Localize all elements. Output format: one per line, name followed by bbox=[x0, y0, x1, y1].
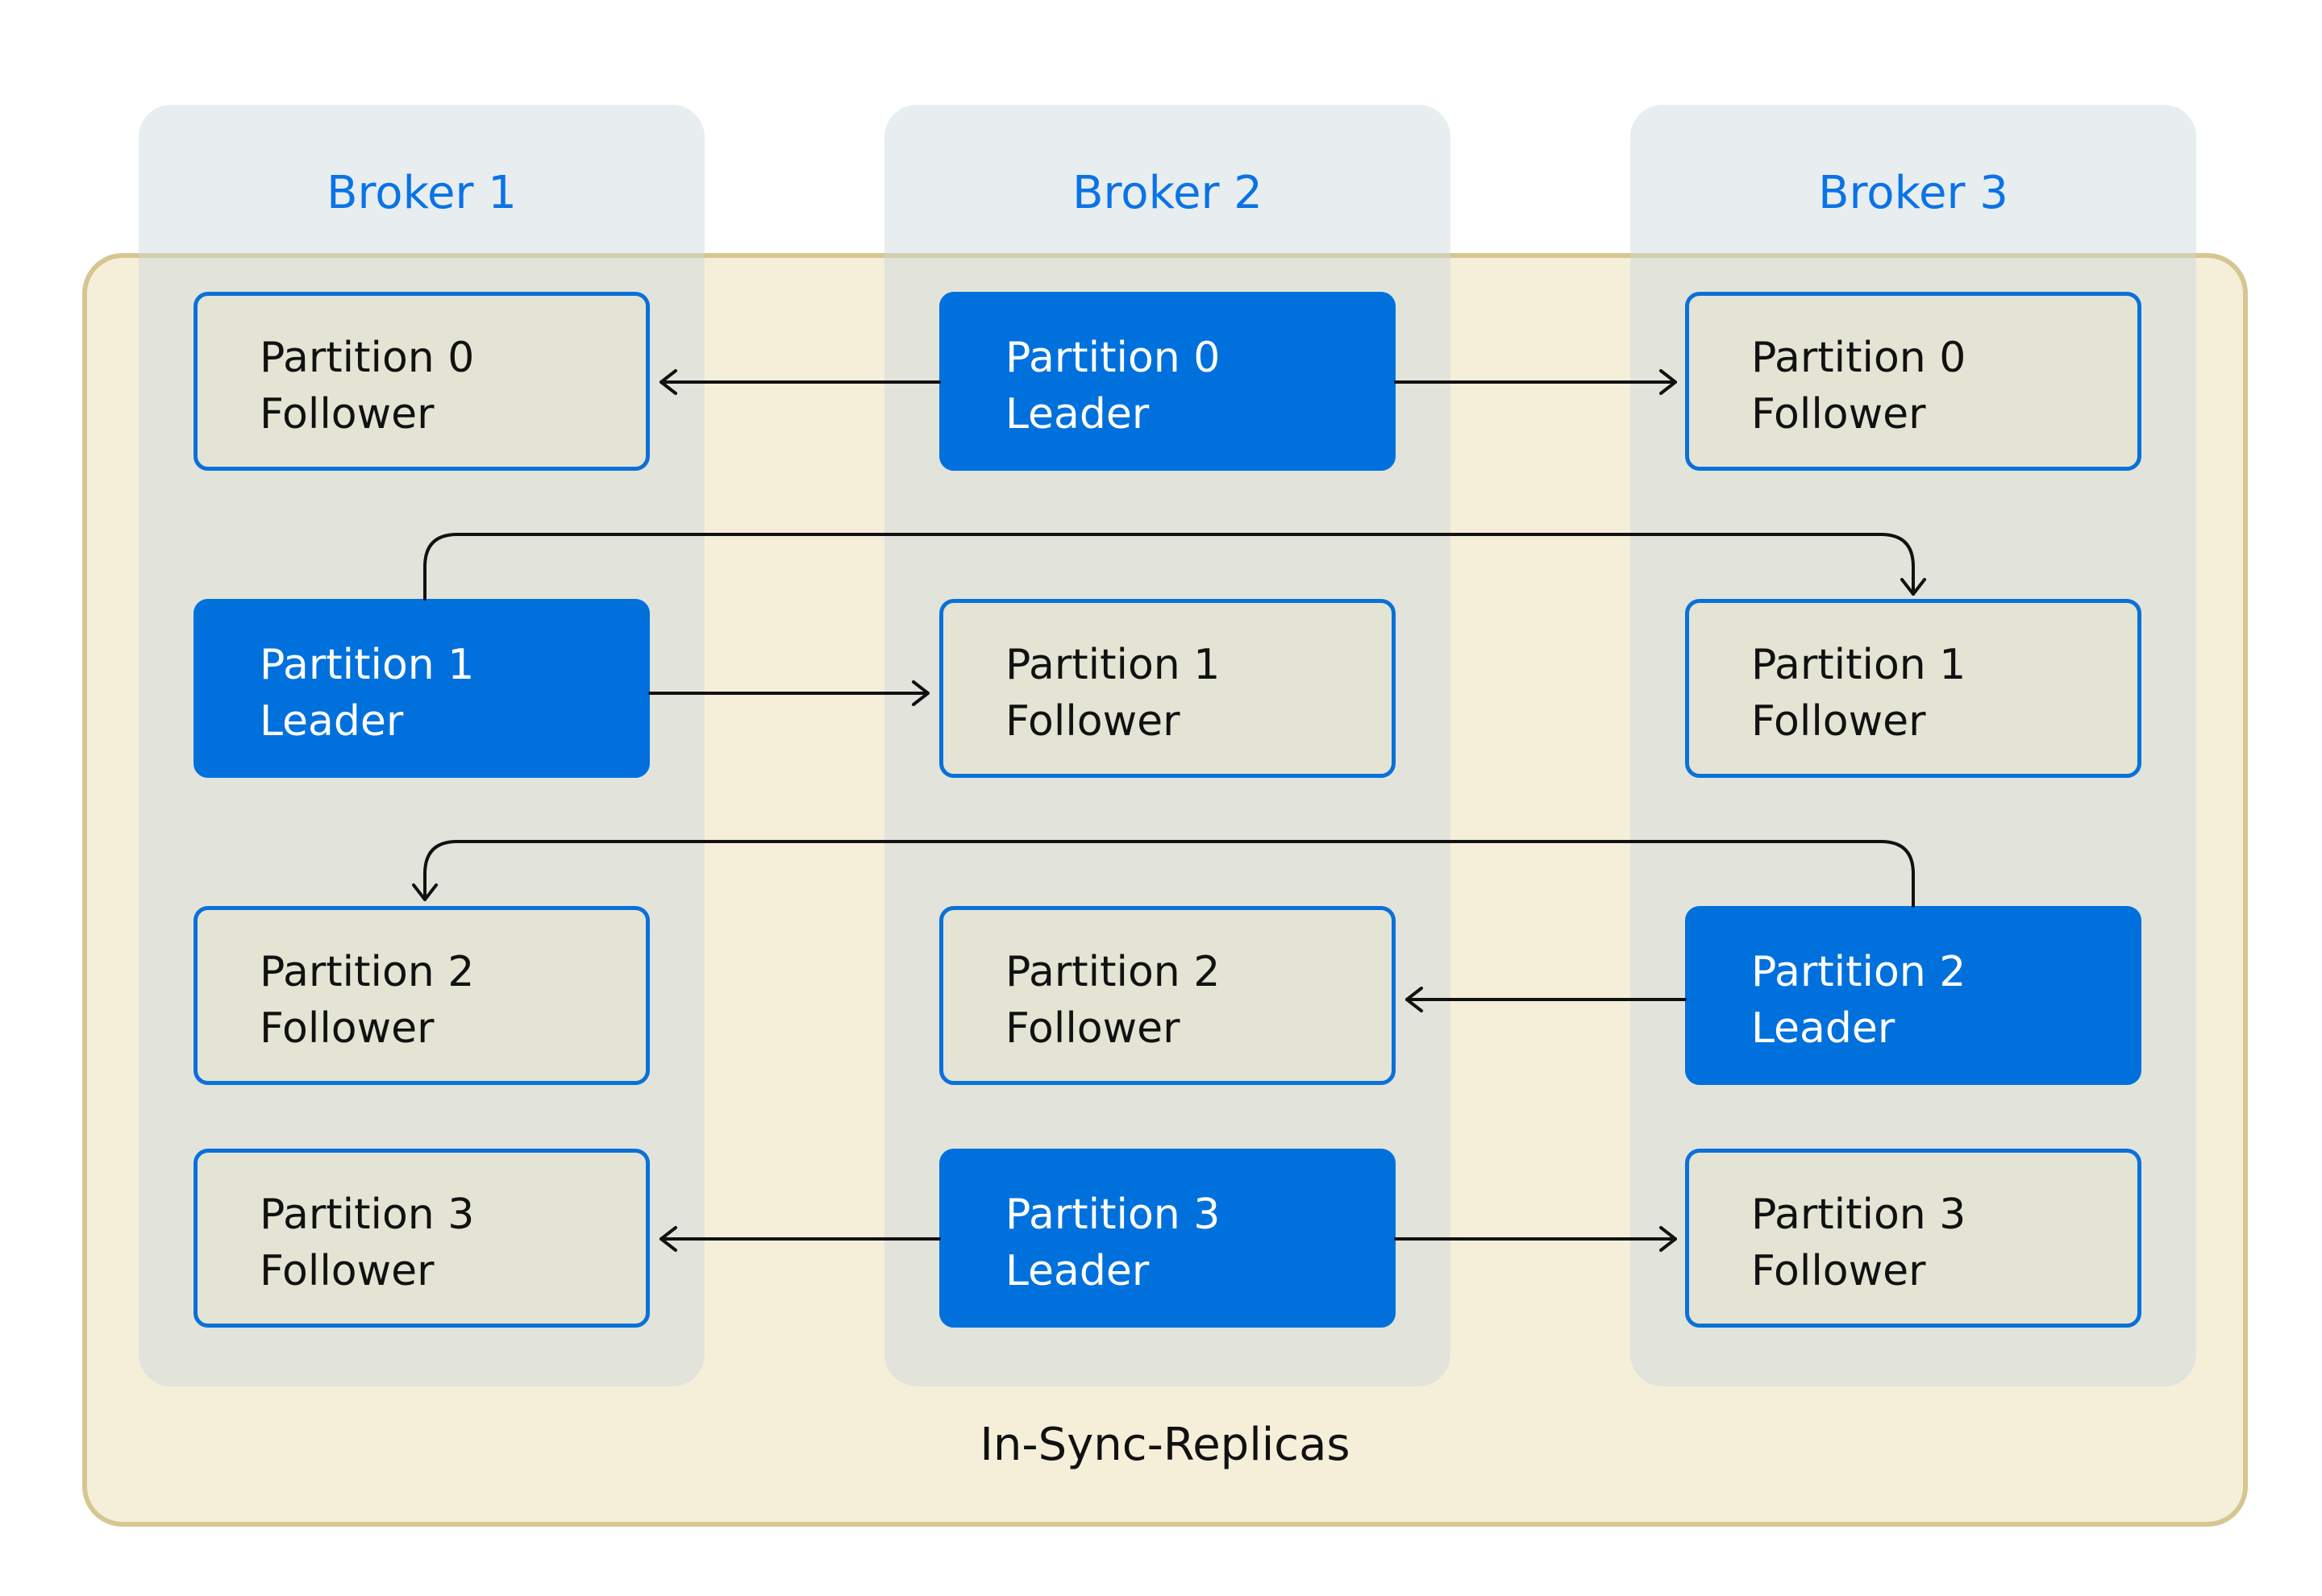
partition-3-broker-3-card: Partition 3 Follower bbox=[1685, 1149, 2141, 1328]
partition-name: Partition 1 bbox=[1005, 641, 1221, 689]
partition-name: Partition 2 bbox=[260, 948, 475, 996]
partition-2-broker-1-card: Partition 2 Follower bbox=[194, 906, 650, 1085]
partition-name: Partition 3 bbox=[1005, 1191, 1221, 1239]
arrow-p3-to-broker-1 bbox=[660, 1226, 941, 1252]
partition-2-broker-3-card: Partition 2 Leader bbox=[1685, 906, 2141, 1085]
partition-name: Partition 3 bbox=[1751, 1191, 1966, 1239]
partition-role: Leader bbox=[1751, 1004, 1895, 1053]
partition-2-broker-2-card: Partition 2 Follower bbox=[939, 906, 1396, 1085]
partition-0-broker-2-card: Partition 0 Leader bbox=[939, 292, 1396, 471]
arrow-p1-to-broker-3 bbox=[423, 533, 1926, 601]
partition-role: Follower bbox=[1005, 697, 1180, 746]
arrow-p2-to-broker-2 bbox=[1405, 987, 1687, 1012]
partition-1-broker-2-card: Partition 1 Follower bbox=[939, 599, 1396, 778]
partition-0-broker-3-card: Partition 0 Follower bbox=[1685, 292, 2141, 471]
partition-1-broker-3-card: Partition 1 Follower bbox=[1685, 599, 2141, 778]
partition-role: Follower bbox=[1751, 697, 1926, 746]
arrow-p3-to-broker-3 bbox=[1394, 1226, 1677, 1252]
partition-role: Leader bbox=[1005, 390, 1150, 438]
partition-name: Partition 0 bbox=[1751, 334, 1966, 382]
partition-role: Follower bbox=[1751, 390, 1926, 438]
partition-1-broker-1-card: Partition 1 Leader bbox=[194, 599, 650, 778]
partition-3-broker-1-card: Partition 3 Follower bbox=[194, 1149, 650, 1328]
arrow-p2-to-broker-1 bbox=[412, 840, 1915, 908]
partition-name: Partition 0 bbox=[260, 334, 475, 382]
partition-name: Partition 1 bbox=[260, 641, 475, 689]
partition-name: Partition 0 bbox=[1005, 334, 1221, 382]
arrow-p1-to-broker-2 bbox=[648, 680, 930, 706]
in-sync-replicas-label: In-Sync-Replicas bbox=[980, 1419, 1350, 1471]
partition-role: Follower bbox=[260, 390, 435, 438]
partition-name: Partition 3 bbox=[260, 1191, 475, 1239]
broker-1-title: Broker 1 bbox=[327, 167, 517, 219]
partition-role: Follower bbox=[260, 1004, 435, 1053]
partition-role: Leader bbox=[1005, 1247, 1150, 1295]
partition-name: Partition 1 bbox=[1751, 641, 1966, 689]
partition-name: Partition 2 bbox=[1751, 948, 1966, 996]
arrow-p0-to-broker-3 bbox=[1394, 369, 1677, 395]
broker-3-title: Broker 3 bbox=[1818, 167, 2008, 219]
partition-role: Follower bbox=[260, 1247, 435, 1295]
partition-3-broker-2-card: Partition 3 Leader bbox=[939, 1149, 1396, 1328]
partition-role: Follower bbox=[1751, 1247, 1926, 1295]
partition-role: Leader bbox=[260, 697, 404, 746]
partition-role: Follower bbox=[1005, 1004, 1180, 1053]
partition-name: Partition 2 bbox=[1005, 948, 1221, 996]
partition-0-broker-1-card: Partition 0 Follower bbox=[194, 292, 650, 471]
arrow-p0-to-broker-1 bbox=[660, 369, 941, 395]
broker-2-title: Broker 2 bbox=[1072, 167, 1263, 219]
